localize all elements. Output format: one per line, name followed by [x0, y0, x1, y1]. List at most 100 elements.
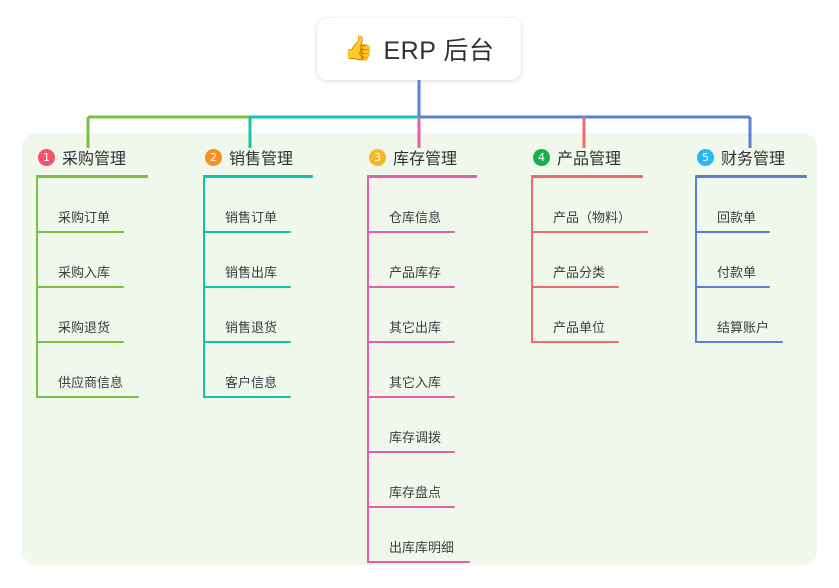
leaf-item-underline	[36, 286, 124, 288]
branch-number-badge: 5	[697, 148, 714, 166]
leaf-item-label: 产品单位	[553, 320, 606, 335]
branch-spine	[695, 178, 697, 343]
branch-title: 财务管理	[721, 151, 786, 168]
leaf-item-label: 销售出库	[225, 265, 278, 280]
branch-number-badge: 3	[369, 148, 386, 166]
leaf-item[interactable]: 库存盘点	[367, 453, 517, 508]
leaf-item-underline	[367, 561, 470, 563]
branch-column-5: 5 财务管理回款单付款单结算账户	[695, 145, 839, 343]
leaf-item-underline	[203, 396, 291, 398]
thumbs-up-icon: 👍	[343, 35, 374, 62]
leaf-item-label: 销售订单	[225, 210, 278, 225]
leaf-item-underline	[36, 231, 124, 233]
leaf-item-underline	[695, 286, 770, 288]
leaf-item-label: 采购入库	[58, 265, 111, 280]
branch-spine	[531, 178, 533, 343]
leaf-item-label: 销售退货	[225, 320, 278, 335]
leaf-item-underline	[36, 341, 124, 343]
leaf-item-underline	[695, 341, 783, 343]
leaf-item-label: 产品（物料）	[553, 210, 632, 225]
leaf-item-underline	[367, 396, 455, 398]
leaf-item[interactable]: 产品单位	[531, 288, 681, 343]
leaf-item-label: 结算账户	[717, 320, 770, 335]
leaf-item[interactable]: 采购退货	[36, 288, 186, 343]
branch-items: 产品（物料） 产品分类产品单位	[531, 178, 681, 343]
root-node-card[interactable]: 👍 ERP 后台	[317, 18, 521, 80]
leaf-item-underline	[367, 286, 455, 288]
leaf-item-label: 客户信息	[225, 375, 278, 390]
branch-number-badge: 2	[205, 148, 222, 166]
branch-spine	[203, 178, 205, 398]
branch-underline	[36, 175, 148, 178]
branch-items: 仓库信息产品库存其它出库其它入库库存调拨库存盘点出库库明细	[367, 178, 517, 563]
leaf-item[interactable]: 客户信息	[203, 343, 353, 398]
branches-panel	[22, 133, 817, 565]
leaf-item-underline	[367, 231, 455, 233]
leaf-item-label: 产品库存	[389, 265, 442, 280]
leaf-item[interactable]: 采购入库	[36, 233, 186, 288]
leaf-item-underline	[367, 451, 455, 453]
leaf-item[interactable]: 结算账户	[695, 288, 839, 343]
branch-column-2: 2 销售管理销售订单销售出库销售退货客户信息	[203, 145, 353, 398]
branch-header-2[interactable]: 2 销售管理	[203, 145, 353, 169]
leaf-item-label: 付款单	[717, 265, 757, 280]
leaf-item-label: 产品分类	[553, 265, 606, 280]
branch-header-5[interactable]: 5 财务管理	[695, 145, 839, 169]
leaf-item[interactable]: 回款单	[695, 178, 839, 233]
leaf-item-underline	[531, 231, 648, 233]
leaf-item-underline	[203, 286, 291, 288]
branch-title: 产品管理	[557, 151, 622, 168]
leaf-item[interactable]: 产品分类	[531, 233, 681, 288]
branch-number-badge: 4	[533, 148, 550, 166]
leaf-item-label: 库存盘点	[389, 485, 442, 500]
leaf-item-label: 回款单	[717, 210, 757, 225]
branch-spine	[36, 178, 38, 398]
leaf-item[interactable]: 产品（物料）	[531, 178, 681, 233]
leaf-item[interactable]: 销售订单	[203, 178, 353, 233]
branch-underline	[203, 175, 313, 178]
branch-title: 销售管理	[229, 151, 294, 168]
leaf-item[interactable]: 其它出库	[367, 288, 517, 343]
branch-header-4[interactable]: 4 产品管理	[531, 145, 681, 169]
branch-underline	[367, 175, 477, 178]
root-node-title: ERP 后台	[383, 37, 495, 65]
leaf-item-label: 出库库明细	[389, 540, 455, 555]
leaf-item[interactable]: 销售出库	[203, 233, 353, 288]
branch-header-3[interactable]: 3 库存管理	[367, 145, 517, 169]
leaf-item[interactable]: 其它入库	[367, 343, 517, 398]
leaf-item-underline	[203, 341, 291, 343]
leaf-item[interactable]: 供应商信息	[36, 343, 186, 398]
leaf-item-label: 采购退货	[58, 320, 111, 335]
leaf-item-underline	[367, 341, 455, 343]
branch-column-4: 4 产品管理产品（物料） 产品分类产品单位	[531, 145, 681, 343]
leaf-item-underline	[36, 396, 139, 398]
leaf-item-underline	[531, 286, 619, 288]
leaf-item[interactable]: 付款单	[695, 233, 839, 288]
leaf-item[interactable]: 产品库存	[367, 233, 517, 288]
branch-items: 销售订单销售出库销售退货客户信息	[203, 178, 353, 398]
leaf-item-label: 库存调拨	[389, 430, 442, 445]
leaf-item-underline	[367, 506, 455, 508]
branch-title: 采购管理	[62, 151, 127, 168]
leaf-item-underline	[531, 341, 619, 343]
leaf-item[interactable]: 采购订单	[36, 178, 186, 233]
leaf-item-label: 其它入库	[389, 375, 442, 390]
leaf-item-underline	[695, 231, 770, 233]
leaf-item-label: 采购订单	[58, 210, 111, 225]
leaf-item[interactable]: 仓库信息	[367, 178, 517, 233]
leaf-item[interactable]: 销售退货	[203, 288, 353, 343]
leaf-item-label: 仓库信息	[389, 210, 442, 225]
branch-spine	[367, 178, 369, 563]
leaf-item-underline	[203, 231, 291, 233]
leaf-item-label: 供应商信息	[58, 375, 124, 390]
leaf-item[interactable]: 出库库明细	[367, 508, 517, 563]
branch-column-3: 3 库存管理仓库信息产品库存其它出库其它入库库存调拨库存盘点出库库明细	[367, 145, 517, 563]
branch-underline	[531, 175, 643, 178]
branch-title: 库存管理	[393, 151, 458, 168]
leaf-item-label: 其它出库	[389, 320, 442, 335]
leaf-item[interactable]: 库存调拨	[367, 398, 517, 453]
